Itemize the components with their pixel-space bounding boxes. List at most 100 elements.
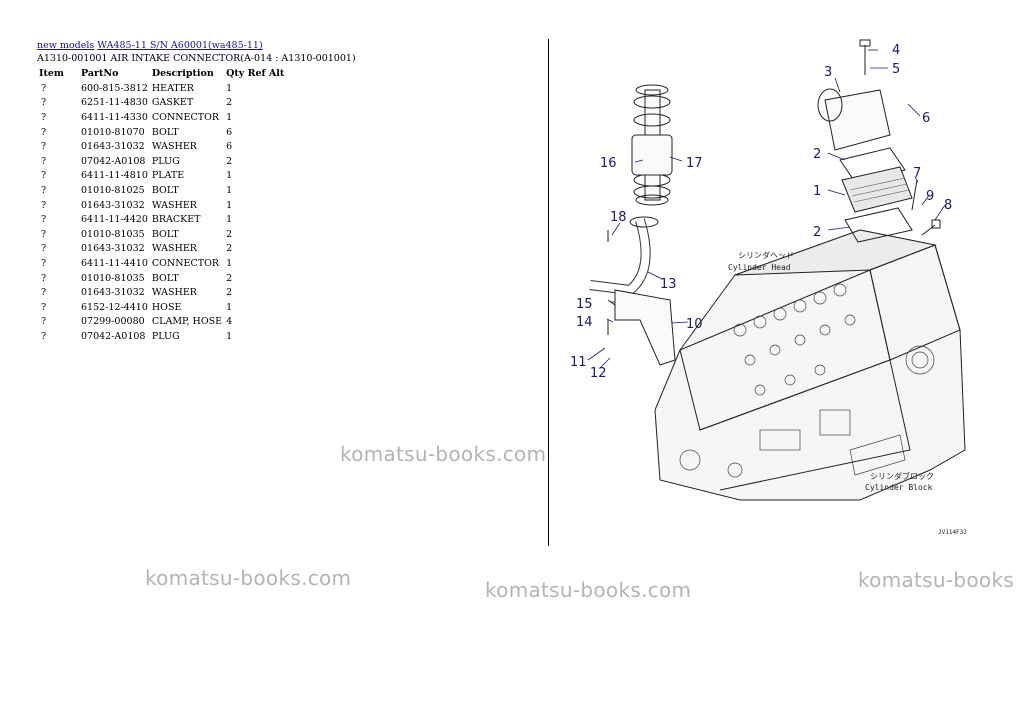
cell-description: BOLT xyxy=(151,126,179,138)
cell-description: HOSE xyxy=(151,301,182,313)
cell-partno: 01010-81070 xyxy=(81,126,145,138)
cell-item: ? xyxy=(41,316,47,328)
cell-item: ? xyxy=(41,301,47,313)
cell-qty: 1 xyxy=(226,82,233,94)
cell-partno: 6411-11-4420 xyxy=(81,214,148,226)
cell-partno: 01643-31032 xyxy=(81,287,145,299)
callout-number: 9 xyxy=(926,189,934,204)
cell-item: ? xyxy=(41,111,47,123)
cell-partno: 01010-81035 xyxy=(81,228,145,240)
page-title: A1310-001001 AIR INTAKE CONNECTOR(A-014 … xyxy=(37,53,356,64)
callout-number: 17 xyxy=(686,156,703,171)
callout-number: 16 xyxy=(600,156,617,171)
label-cylinder-head-jp: シリンダヘッド xyxy=(738,250,794,260)
cell-description: GASKET xyxy=(151,97,194,109)
cell-qty: 6 xyxy=(226,141,233,153)
cell-qty: 2 xyxy=(226,97,233,109)
cell-partno: 6411-11-4810 xyxy=(81,170,148,182)
cell-item: ? xyxy=(41,257,47,269)
callout-number: 8 xyxy=(944,198,952,213)
cell-qty: 1 xyxy=(226,111,233,123)
callout-number: 1 xyxy=(813,184,821,199)
cell-description: WASHER xyxy=(151,141,197,153)
callout-number: 2 xyxy=(813,147,821,162)
header-description: Description xyxy=(151,68,214,79)
cell-description: BOLT xyxy=(151,228,179,240)
cell-qty: 1 xyxy=(226,199,233,211)
cell-qty: 2 xyxy=(226,155,233,167)
cell-item: ? xyxy=(41,330,47,342)
cell-item: ? xyxy=(41,214,47,226)
cell-partno: 01010-81035 xyxy=(81,272,145,284)
cell-description: PLATE xyxy=(151,170,185,182)
cell-item: ? xyxy=(41,155,47,167)
drawing-code: JV114F32 xyxy=(938,529,967,536)
label-cylinder-block-jp: シリンダブロック xyxy=(870,471,934,481)
cell-qty: 1 xyxy=(226,170,233,182)
callout-number: 11 xyxy=(570,355,587,370)
breadcrumb-link-model[interactable]: WA485-11 S/N A60001(wa485-11) xyxy=(97,40,263,51)
cell-description: WASHER xyxy=(151,243,197,255)
cell-description: HEATER xyxy=(151,82,194,94)
callout-number: 10 xyxy=(686,317,703,332)
watermark: komatsu-books xyxy=(858,568,1015,592)
header-qty-ref-alt: Qty Ref Alt xyxy=(226,68,285,79)
callout-number: 14 xyxy=(576,315,593,330)
cell-partno: 01643-31032 xyxy=(81,243,145,255)
watermark: komatsu-books.com xyxy=(145,566,352,590)
callout-number: 5 xyxy=(892,62,900,77)
cell-item: ? xyxy=(41,272,47,284)
cell-qty: 1 xyxy=(226,257,233,269)
cell-qty: 6 xyxy=(226,126,233,138)
cell-item: ? xyxy=(41,287,47,299)
cell-item: ? xyxy=(41,199,47,211)
cell-qty: 1 xyxy=(226,184,233,196)
cell-qty: 2 xyxy=(226,228,233,240)
cell-partno: 07299-00080 xyxy=(81,316,145,328)
cell-description: BOLT xyxy=(151,184,179,196)
label-cylinder-head-en: Cylinder Head xyxy=(728,263,791,272)
parts-table: Item PartNo Description Qty Ref Alt ?600… xyxy=(37,66,286,344)
cell-description: CONNECTOR xyxy=(151,257,220,269)
label-cylinder-block-en: Cylinder Block xyxy=(865,483,933,492)
callout-number: 6 xyxy=(922,111,930,126)
header-partno: PartNo xyxy=(81,68,119,79)
cell-description: PLUG xyxy=(151,155,180,167)
cell-item: ? xyxy=(41,184,47,196)
watermark: komatsu-books.com xyxy=(340,442,547,466)
breadcrumb-link-new-models[interactable]: new models xyxy=(37,40,95,51)
callout-number: 12 xyxy=(590,366,607,381)
cell-qty: 4 xyxy=(226,316,233,328)
cell-description: WASHER xyxy=(151,199,197,211)
cell-item: ? xyxy=(41,170,47,182)
cell-partno: 6152-12-4410 xyxy=(81,301,148,313)
cell-partno: 01010-81025 xyxy=(81,184,145,196)
cell-qty: 1 xyxy=(226,330,233,342)
watermark: komatsu-books.com xyxy=(485,578,692,602)
header-item: Item xyxy=(39,68,64,79)
callout-number: 2 xyxy=(813,225,821,240)
cell-partno: 07042-A0108 xyxy=(81,155,146,167)
callout-number: 3 xyxy=(824,65,832,80)
cell-qty: 1 xyxy=(226,301,233,313)
cell-partno: 6411-11-4410 xyxy=(81,257,148,269)
callout-number: 13 xyxy=(660,277,677,292)
cell-item: ? xyxy=(41,141,47,153)
cell-item: ? xyxy=(41,82,47,94)
cell-partno: 07042-A0108 xyxy=(81,330,146,342)
callout-number: 7 xyxy=(913,166,921,181)
cell-qty: 1 xyxy=(226,214,233,226)
callout-number: 4 xyxy=(892,43,900,58)
table-row: ? 01010-81025 BOLT 1 xyxy=(37,183,286,198)
